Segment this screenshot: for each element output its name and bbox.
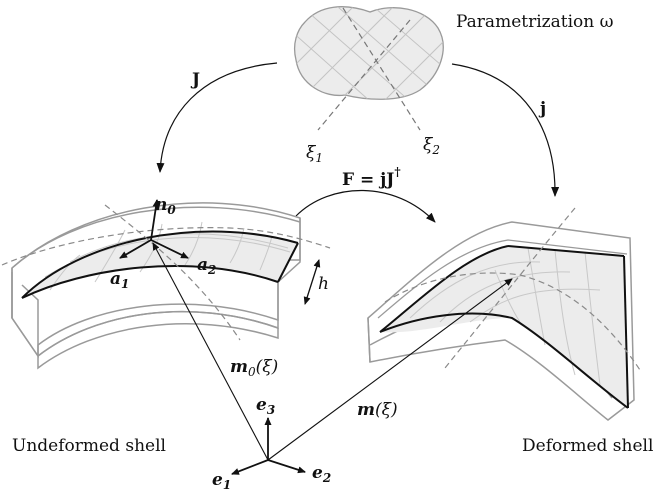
- a1-vector: [119, 239, 152, 259]
- e1-vector: [231, 459, 269, 475]
- J-map-arrow: [156, 62, 278, 173]
- xi2-label: ξ2: [423, 135, 440, 157]
- j-label: j: [538, 99, 546, 119]
- e3-label: e3: [256, 395, 275, 417]
- a2-label: a2: [197, 255, 216, 277]
- n0-label: n0: [155, 195, 176, 217]
- J-label: J: [190, 70, 200, 90]
- deformed-xi2-curve: [444, 207, 576, 369]
- undeformed-mid-surface-bottom-edge: [21, 265, 279, 299]
- m0-position-vector: [152, 242, 269, 461]
- m-label: m(ξ): [357, 400, 398, 420]
- parametrization-label: Parametrization ω: [456, 12, 614, 32]
- deformed-xi1-curve: [384, 272, 641, 371]
- deformed-shell-caption: Deformed shell: [522, 436, 653, 456]
- e2-label: e2: [312, 463, 331, 485]
- deformed-mid-surface-bottom-edge: [379, 312, 629, 409]
- xi1-label: ξ1: [306, 143, 323, 165]
- xi2-coordinate-line: [342, 7, 421, 131]
- parametrization-domain: [293, 6, 444, 131]
- thickness-label: h: [318, 274, 329, 294]
- j-map-arrow: [451, 63, 560, 197]
- undeformed-shell: [1, 202, 331, 370]
- m0-label: m0(ξ): [230, 357, 278, 379]
- undeformed-mid-surface-fill: [22, 231, 298, 298]
- e1-label: e1: [212, 470, 231, 492]
- undeformed-mid-surface-top-edge: [21, 230, 299, 299]
- deformed-mid-surface-fill: [380, 246, 628, 408]
- xi1-coordinate-line: [317, 19, 411, 131]
- F-label: F = jJ†: [342, 165, 401, 190]
- thickness-arrow: [303, 259, 321, 305]
- global-frame: [231, 417, 306, 475]
- undeformed-xi2-curve: [104, 204, 241, 341]
- F-map-arrow: [295, 189, 436, 223]
- m-position-vector: [267, 278, 513, 461]
- a1-label: a1: [110, 269, 129, 291]
- parametrization-grid: [294, 6, 444, 100]
- undeformed-shell-caption: Undeformed shell: [12, 436, 166, 456]
- deformed-mid-surface-left-edge: [379, 245, 509, 333]
- e2-vector: [267, 459, 306, 474]
- deformed-shell: [367, 207, 641, 421]
- undeformed-xi1-curve: [1, 227, 331, 266]
- deformed-surface-grid: [409, 247, 601, 386]
- n0-vector: [150, 199, 160, 241]
